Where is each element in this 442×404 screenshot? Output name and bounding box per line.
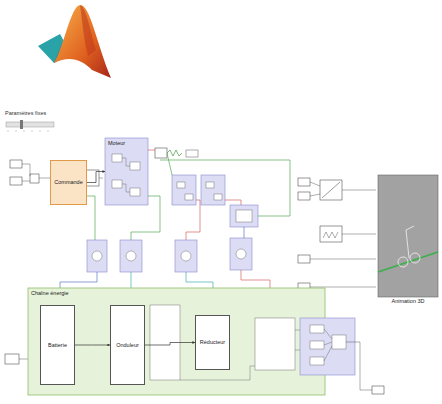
block-label: Commande <box>54 179 82 185</box>
matlab-logo <box>38 5 111 78</box>
block-label: Onduleur <box>116 342 139 348</box>
subsystem-band: Chaîne énergieBatterie Onduleur Réducteur <box>28 288 327 395</box>
block-label: Chaîne énergie <box>31 290 324 296</box>
process-box: Réducteur <box>195 315 230 370</box>
process-box: Onduleur <box>110 305 145 385</box>
block-label: Moteur <box>108 140 147 146</box>
panel-label: Paramètres fixes <box>5 110 46 116</box>
block-label: Réducteur <box>200 339 225 345</box>
process-box: Batterie <box>40 305 75 385</box>
subsystem-panel: Moteur <box>105 138 150 205</box>
signal-line <box>145 343 195 346</box>
signal-line <box>75 345 110 346</box>
signal-line <box>87 172 105 183</box>
control-block: Commande <box>50 160 87 205</box>
animation-view: Animation 3D <box>378 175 438 297</box>
view-caption: Animation 3D <box>378 298 438 304</box>
block-label: Batterie <box>48 342 67 348</box>
